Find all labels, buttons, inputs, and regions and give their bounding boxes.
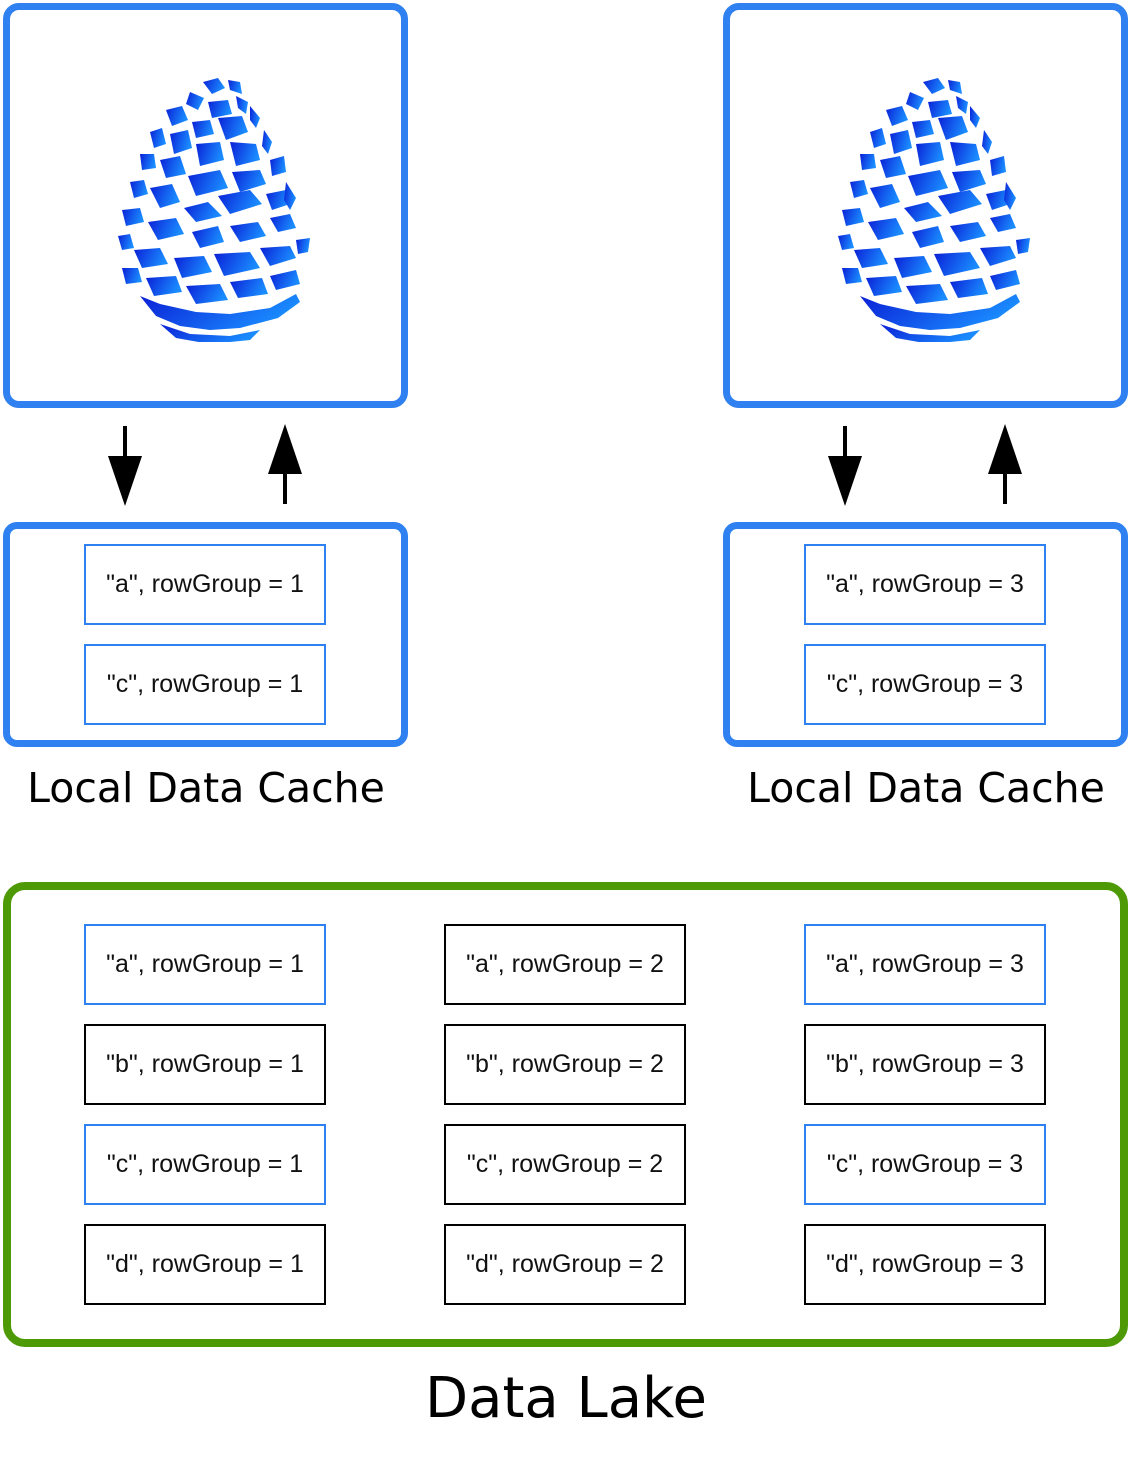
lake-cell-d-3: "d", rowGroup = 3: [804, 1224, 1046, 1305]
lake-cell-c-2: "c", rowGroup = 2: [444, 1124, 686, 1205]
local-data-cache-1-label: Local Data Cache: [27, 764, 385, 812]
lake-cell-b-3: "b", rowGroup = 3: [804, 1024, 1046, 1105]
lake-cell-d-1: "d", rowGroup = 1: [84, 1224, 326, 1305]
lake-cell-b-2: "b", rowGroup = 2: [444, 1024, 686, 1105]
pinecone-icon: [838, 78, 1030, 342]
cache-2-item-c: "c", rowGroup = 3: [804, 644, 1046, 725]
lake-cell-a-3: "a", rowGroup = 3: [804, 924, 1046, 1005]
pinecone-icon: [118, 78, 310, 342]
compute-node-1: [3, 3, 408, 408]
lake-cell-a-1: "a", rowGroup = 1: [84, 924, 326, 1005]
lake-cell-d-2: "d", rowGroup = 2: [444, 1224, 686, 1305]
cache-1-item-c: "c", rowGroup = 1: [84, 644, 326, 725]
arrow-down-icon: [108, 426, 142, 506]
arrow-down-icon: [828, 426, 862, 506]
lake-cell-a-2: "a", rowGroup = 2: [444, 924, 686, 1005]
cache-2-item-a: "a", rowGroup = 3: [804, 544, 1046, 625]
lake-cell-c-1: "c", rowGroup = 1: [84, 1124, 326, 1205]
lake-cell-c-3: "c", rowGroup = 3: [804, 1124, 1046, 1205]
cache-1-item-a: "a", rowGroup = 1: [84, 544, 326, 625]
arrow-up-icon: [268, 424, 302, 504]
local-data-cache-2-label: Local Data Cache: [747, 764, 1105, 812]
data-lake-label: Data Lake: [425, 1366, 707, 1431]
lake-cell-b-1: "b", rowGroup = 1: [84, 1024, 326, 1105]
compute-node-2: [723, 3, 1128, 408]
arrow-up-icon: [988, 424, 1022, 504]
